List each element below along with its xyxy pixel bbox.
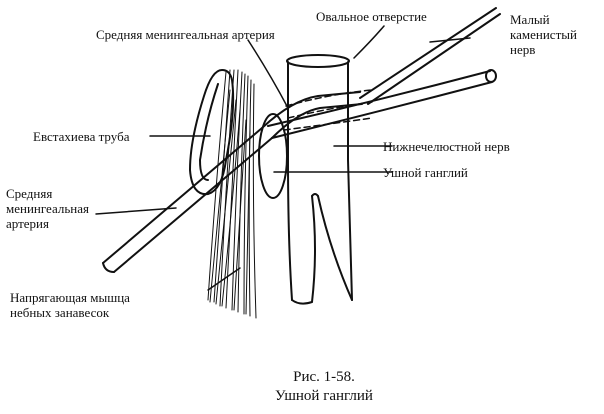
label-mandibular-nerve: Нижнечелюстной нерв [383, 139, 510, 154]
eustachian-tube-shape [189, 69, 235, 196]
figure-number: Рис. 1-58. [293, 369, 355, 385]
otic-ganglion-shape [258, 113, 288, 199]
label-middle-meningeal-top: Средняя менингеальная артерия [96, 27, 275, 42]
figure-title: Ушной ганглий [275, 388, 373, 404]
label-tensor-muscle-line2: небных занавесок [10, 305, 110, 320]
lesser-petrosal-nerve-shape [267, 7, 501, 139]
label-middle-meningeal-left-line3: артерия [6, 216, 49, 231]
label-middle-meningeal-left-line1: Средняя [6, 186, 53, 201]
label-oval-foramen: Овальное отверстие [316, 9, 427, 24]
mandibular-nerve-shape [286, 54, 353, 305]
label-tensor-muscle-line1: Напрягающая мышца [10, 290, 130, 305]
label-lesser-petrosal-line3: нерв [510, 42, 536, 57]
dashed-vessel-lines [283, 89, 373, 131]
label-otic-ganglion: Ушной ганглий [383, 165, 468, 180]
label-eustachian-tube: Евстахиева труба [33, 129, 130, 144]
label-middle-meningeal-left-line2: менингеальная [6, 201, 89, 216]
label-lesser-petrosal-line2: каменистый [510, 27, 577, 42]
label-lesser-petrosal-line1: Малый [510, 12, 550, 27]
tensor-muscle-fibres [207, 69, 257, 319]
leader-lines [95, 25, 471, 291]
